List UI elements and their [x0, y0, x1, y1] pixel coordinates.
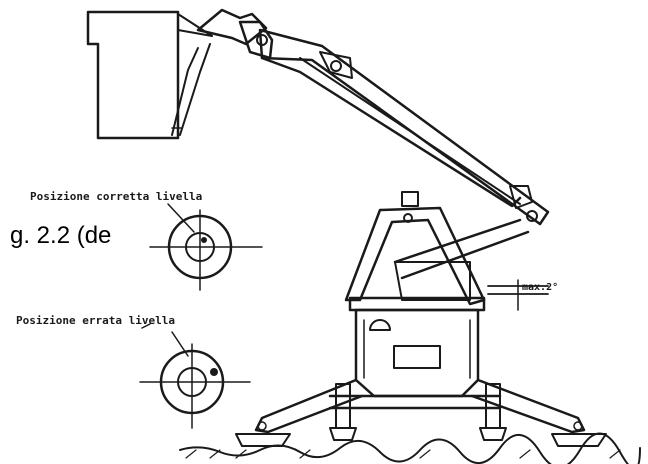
correct-level-label: Posizione corretta livella: [30, 190, 202, 203]
outriggers: [235, 378, 607, 447]
chassis: [328, 296, 502, 410]
ground-line: [179, 432, 641, 464]
level-wrong: Posizione errata livella: [16, 314, 251, 429]
wrong-level-label: Posizione errata livella: [16, 314, 175, 327]
main-boom: [258, 28, 550, 226]
tilt-label: max.2°: [522, 282, 558, 293]
basket: [86, 10, 213, 140]
caption-overlay: g. 2.2 (de: [8, 222, 114, 250]
turret-frame: [344, 191, 486, 306]
level-correct: Posizione corretta livella: [30, 190, 263, 291]
tilt-indicator: max.2°: [487, 279, 558, 311]
wrong-bubble-dot: [210, 368, 218, 376]
correct-bubble-dot: [201, 237, 207, 243]
lift-cylinder: [393, 218, 530, 301]
